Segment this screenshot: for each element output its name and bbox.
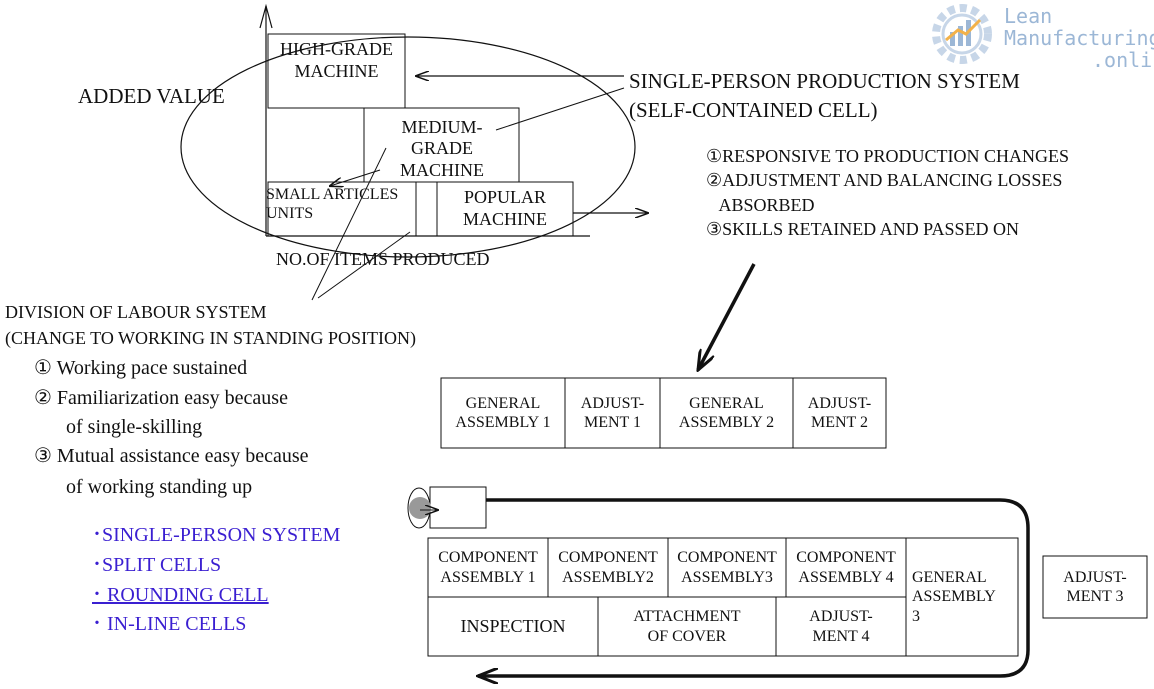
cell-general-assembly-1: GENERAL ASSEMBLY 1: [455, 394, 551, 431]
cell-inspection: INSPECTION: [460, 615, 566, 636]
division-lines: [311, 147, 411, 301]
line-to-medium-grade: [495, 87, 625, 131]
cell-adjustment-4: ADJUST- MENT 4: [809, 608, 873, 645]
division-subtitle: (CHANGE TO WORKING IN STANDING POSITION): [5, 328, 417, 348]
logo-text-manufacturing: Manufacturing: [1004, 26, 1154, 50]
division-title: DIVISION OF LABOUR SYSTEM: [5, 302, 267, 322]
cell-component-assembly-4: COMPONENT ASSEMBLY 4: [796, 549, 896, 586]
cell-adjustment-1: ADJUST- MENT 1: [580, 394, 645, 431]
cell-component-assembly-3: COMPONENT ASSEMBLY3: [677, 549, 777, 586]
single-person-point-1: ①RESPONSIVE TO PRODUCTION CHANGES: [706, 146, 1070, 166]
upper-line-grid: [440, 377, 887, 449]
cell-type-rounding-link[interactable]: ･ ROUNDING CELL: [92, 584, 269, 606]
high-grade-machine-label: HIGH-GRADE MACHINE: [280, 39, 393, 81]
cell-attachment-of-cover: ATTACHMENT OF COVER: [633, 608, 741, 645]
single-person-point-2-cont: ABSORBED: [706, 195, 815, 215]
lower-line-grid: [427, 537, 1148, 657]
y-axis-label: ADDED VALUE: [78, 84, 225, 108]
cell-component-assembly-1: COMPONENT ASSEMBLY 1: [438, 549, 538, 586]
single-person-point-3: ③SKILLS RETAINED AND PASSED ON: [706, 219, 1020, 239]
medium-grade-machine-label: MEDIUM- GRADE MACHINE: [400, 116, 484, 180]
worker-icon: [409, 497, 431, 519]
logo-gear-icon: [932, 4, 992, 64]
arrow-to-upper-line: [698, 263, 756, 370]
division-point-2-cont: of single-skilling: [66, 416, 203, 438]
division-point-3-cont: of working standing up: [66, 476, 253, 498]
cell-general-assembly-2: GENERAL ASSEMBLY 2: [678, 394, 775, 431]
cell-adjustment-2: ADJUST- MENT 2: [807, 394, 872, 431]
single-person-point-2: ②ADJUSTMENT AND BALANCING LOSSES: [706, 170, 1063, 190]
division-point-3: ③ Mutual assistance easy because: [34, 445, 309, 467]
logo-text-online: .online: [1092, 48, 1154, 72]
cell-type-split: ･SPLIT CELLS: [92, 554, 222, 576]
division-point-1: ① Working pace sustained: [34, 357, 248, 379]
small-articles-label: SMALL ARTICLES UNITS: [266, 185, 399, 222]
x-axis-label: NO.OF ITEMS PRODUCED: [276, 249, 490, 269]
single-person-title: SINGLE-PERSON PRODUCTION SYSTEM: [629, 69, 1020, 93]
cell-adjustment-3: ADJUST- MENT 3: [1063, 568, 1127, 605]
cell-type-single-person: ･SINGLE-PERSON SYSTEM: [92, 524, 341, 546]
cell-component-assembly-2: COMPONENT ASSEMBLY2: [558, 549, 658, 586]
single-person-ellipse: [180, 36, 636, 258]
cell-general-assembly-3: GENERAL ASSEMBLY 3: [912, 569, 996, 625]
division-point-2: ② Familiarization easy because: [34, 387, 288, 409]
logo-text-lean: Lean: [1004, 4, 1053, 28]
single-person-subtitle: (SELF-CONTAINED CELL): [629, 98, 878, 122]
cell-type-in-line: ･ IN-LINE CELLS: [92, 613, 247, 635]
conveyor-loop: [478, 498, 1030, 676]
worker-station-box: [429, 486, 487, 529]
popular-machine-label: POPULAR MACHINE: [463, 187, 547, 229]
